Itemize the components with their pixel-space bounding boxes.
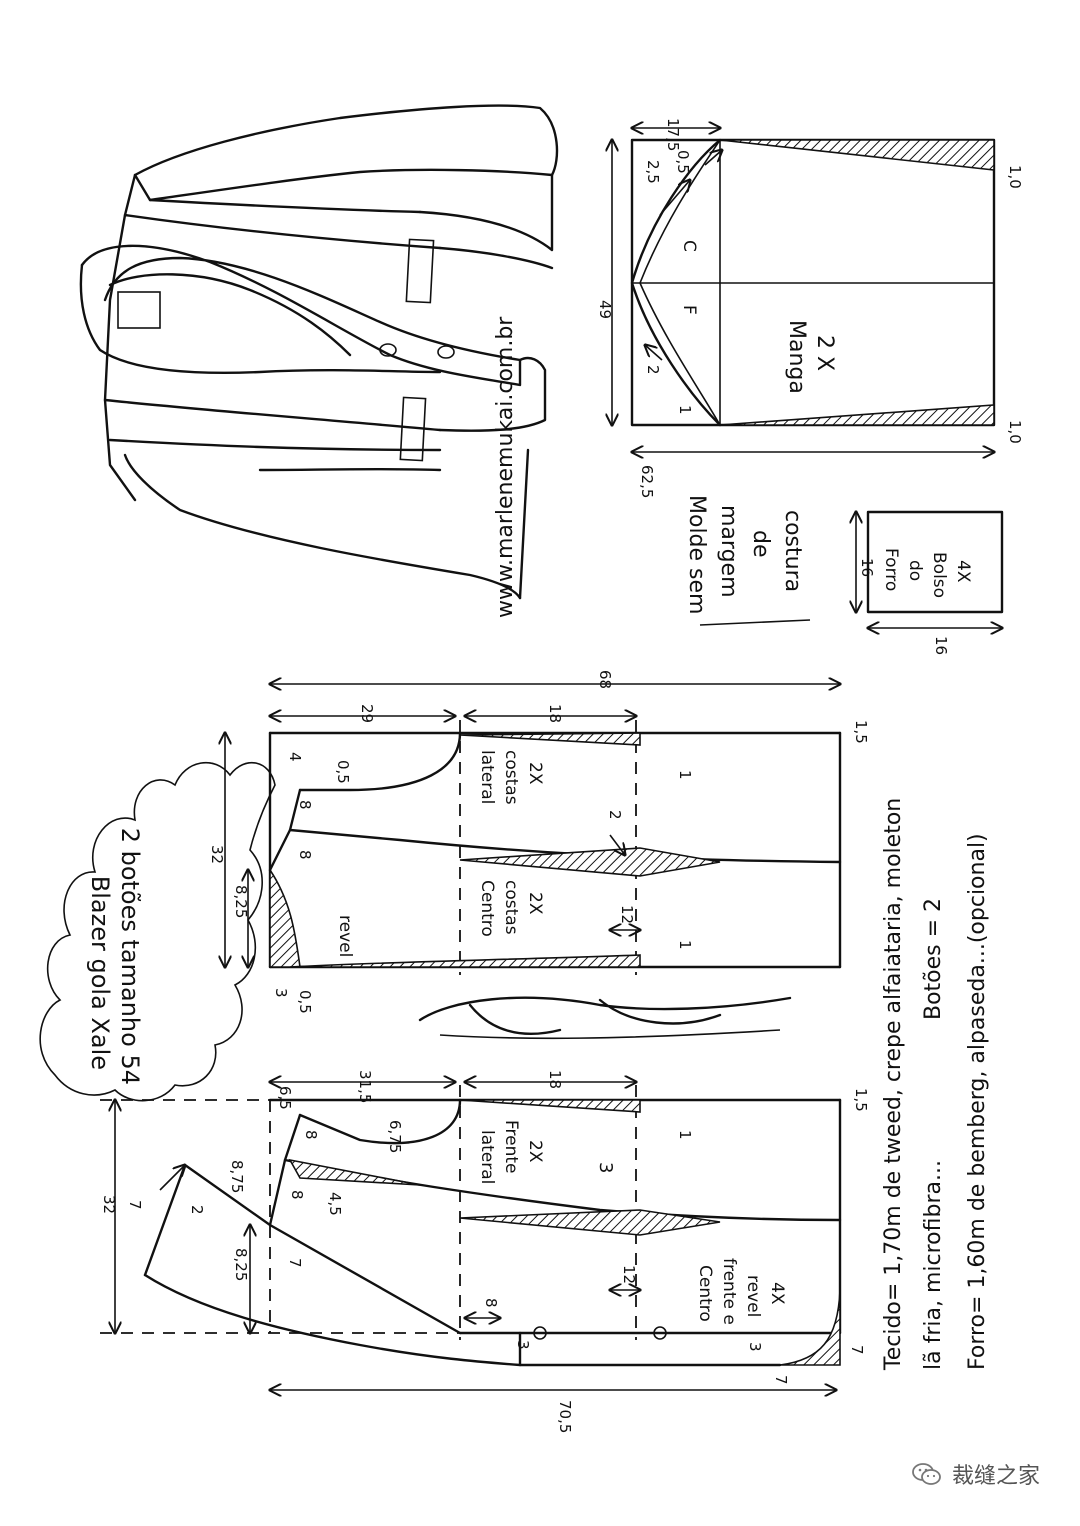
- front-hem-7b: 7: [772, 1375, 790, 1385]
- back-height: 32: [208, 845, 226, 864]
- front-lateral-label-1: lateral: [477, 1130, 497, 1184]
- back-lateral-label-2: costas: [501, 750, 521, 805]
- materials-fabric: Tecido= 1,70m de tweed, crepe alfaiatari…: [881, 798, 906, 1371]
- sleeve-offset-1: 1: [676, 405, 694, 415]
- sleeve-width: 62,5: [638, 465, 656, 498]
- pocket-width: 16: [858, 558, 876, 577]
- sleeve-zone-front: F: [679, 305, 699, 315]
- back-lateral-label-1: lateral: [477, 750, 497, 804]
- website-text: www.marlenemukai.com.br: [493, 316, 518, 618]
- back-center-label-1: Centro: [477, 880, 497, 937]
- back-lateral-label-3: 2X: [525, 762, 545, 785]
- sleeve-label-name: Manga: [784, 320, 809, 394]
- front-height: 32: [100, 1195, 118, 1214]
- seam-note: Molde sem margem de costura: [684, 495, 811, 626]
- pocket-label-1: Forro: [881, 548, 901, 591]
- sleeve-pattern: [612, 128, 994, 452]
- front-hem-7a: 7: [848, 1345, 866, 1355]
- back-pattern: [225, 684, 840, 975]
- pocket-height: 16: [932, 636, 950, 655]
- sleeve-length: 49: [596, 300, 614, 319]
- title-cloud: [39, 761, 276, 1102]
- seam-note-line-2: margem: [716, 505, 741, 598]
- front-collar-7: 7: [126, 1200, 144, 1210]
- front-shoulder-8: 8: [302, 1130, 320, 1140]
- back-shoulder-8b: 8: [296, 850, 314, 860]
- footer-brand: 裁缝之家: [951, 1464, 1040, 1489]
- sleeve-label-count: 2 X: [812, 335, 837, 371]
- front-lateral-label-3: 2X: [525, 1140, 545, 1163]
- wechat-icon: [912, 1463, 941, 1485]
- sleeve-hem-top: 1,0: [1006, 165, 1024, 189]
- back-center-label-3: 2X: [525, 892, 545, 915]
- sleeve-hem-bottom: 1,0: [1006, 420, 1024, 444]
- front-upper: 31,5: [356, 1070, 374, 1103]
- front-lapel-7: 7: [286, 1258, 304, 1268]
- back-hem: 1,5: [852, 720, 870, 744]
- front-button-8: 8: [482, 1298, 500, 1308]
- title-line-1: Blazer gola Xale: [86, 876, 114, 1070]
- front-hem: 1,5: [852, 1088, 870, 1112]
- front-top-65: 6,5: [276, 1086, 294, 1110]
- front-pattern: [100, 1082, 842, 1390]
- back-facing-label: revel: [335, 915, 355, 957]
- sleeve-offset-05: 0,5: [674, 150, 692, 174]
- back-center-label-2: costas: [501, 880, 521, 935]
- materials-lining: Forro= 1,60m de bemberg, alpaseda...(opc…: [965, 833, 990, 1370]
- pocket-label-2: do: [905, 560, 925, 581]
- front-dart-45: 4,5: [326, 1192, 344, 1216]
- seam-note-line-1: Molde sem: [684, 495, 709, 614]
- blazer-sketch: [79, 104, 559, 600]
- materials-fabric-cont: lã fria, microfibra...: [921, 1160, 946, 1370]
- back-bottom-3: 3: [272, 988, 290, 998]
- back-neck-05: 0,5: [334, 760, 352, 784]
- front-center-12: 12: [620, 1265, 638, 1284]
- pocket-pattern: [856, 512, 1002, 628]
- front-center-label-1: Centro: [695, 1265, 715, 1322]
- back-dart-1a: 1: [676, 770, 694, 780]
- front-side: 18: [546, 1070, 564, 1089]
- pocket-label-4: 4X: [953, 560, 973, 583]
- back-shoulder-8a: 8: [296, 800, 314, 810]
- back-dart-1b: 1: [676, 940, 694, 950]
- front-dart-3: 3: [595, 1162, 616, 1173]
- front-hem-3: 3: [746, 1342, 764, 1352]
- front-arm-675: 6,75: [386, 1120, 404, 1153]
- seam-note-line-3: de: [748, 530, 773, 558]
- back-dart-12: 12: [618, 905, 636, 924]
- sleeve-zone-back: C: [679, 240, 699, 252]
- front-center-label-2: frente e: [719, 1258, 739, 1325]
- footer-watermark: 裁缝之家: [912, 1458, 1040, 1490]
- pocket-label-3: Bolso: [929, 552, 949, 598]
- back-dart-2: 2: [606, 810, 624, 820]
- front-dart-1: 1: [676, 1130, 694, 1140]
- front-total-width: 70,5: [556, 1400, 574, 1433]
- sleeve-offset-2: 2: [644, 365, 662, 375]
- front-collar-2: 2: [188, 1205, 206, 1215]
- back-total-width: 68: [596, 670, 614, 689]
- back-neck-825: 8,25: [232, 885, 250, 918]
- back-bottom-05: 0,5: [296, 990, 314, 1014]
- front-collar-875: 8,75: [228, 1160, 246, 1193]
- sleeve-offset-25: 2,5: [644, 160, 662, 184]
- front-center-label-3: revel: [743, 1275, 763, 1317]
- sleeve-cap-height: 17,5: [664, 118, 682, 151]
- front-lapel-825: 8,25: [232, 1248, 250, 1281]
- front-dart-8: 8: [288, 1190, 306, 1200]
- front-lateral-label-2: Frente: [501, 1120, 521, 1174]
- seam-note-line-4: costura: [780, 510, 805, 592]
- front-button-3: 3: [514, 1340, 532, 1350]
- title-line-2: 2 botões tamanho 54: [116, 828, 144, 1085]
- front-center-label-4: 4X: [767, 1282, 787, 1305]
- back-upper: 29: [358, 704, 376, 723]
- signature: [418, 996, 792, 1040]
- materials-buttons: Botões = 2: [921, 898, 946, 1020]
- back-side: 18: [546, 704, 564, 723]
- back-neck-4: 4: [286, 752, 304, 762]
